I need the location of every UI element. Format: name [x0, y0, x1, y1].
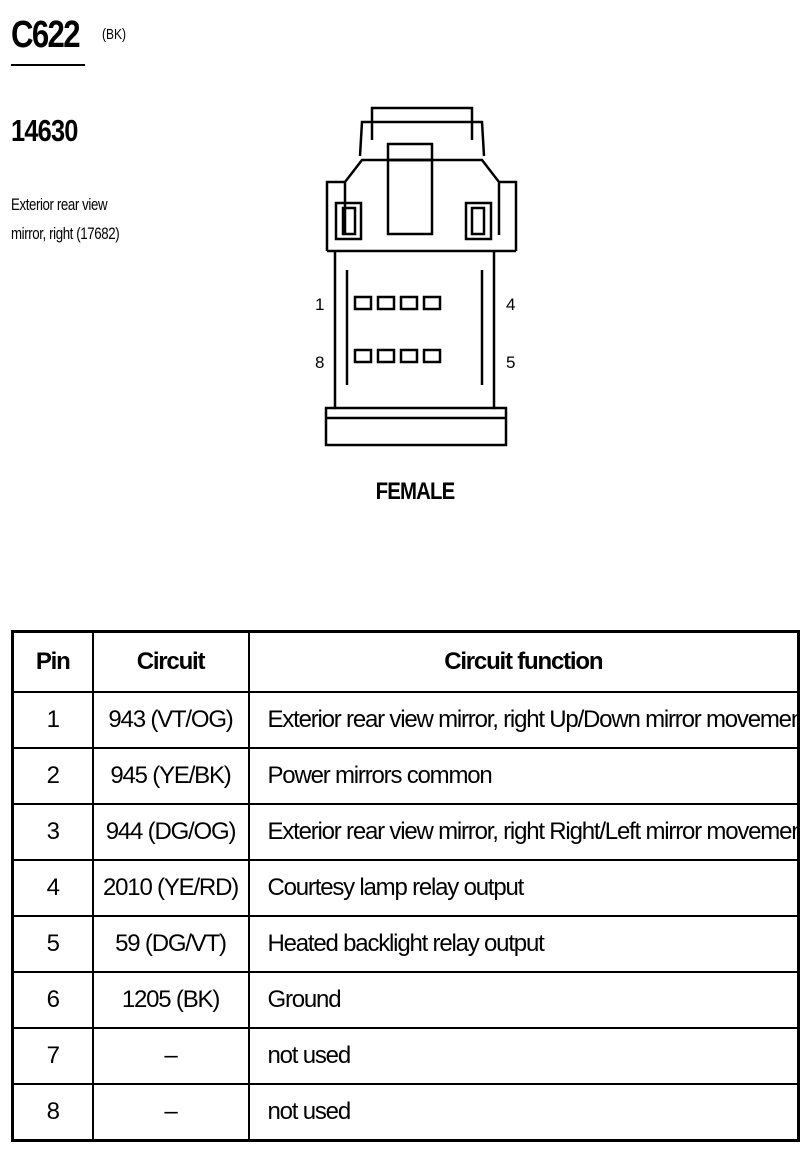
pin-cell: 1: [11, 691, 94, 749]
title-underline: [11, 64, 85, 66]
description-line-2: mirror, right (17682): [11, 224, 120, 243]
pin-cell: 7: [11, 1027, 94, 1085]
connector-face-diagram: 1 4 8 5: [315, 106, 518, 447]
table-row: 1 943 (VT/OG) Exterior rear view mirror,…: [11, 691, 800, 749]
header-pin: Pin: [11, 630, 94, 693]
table-row: 2 945 (YE/BK) Power mirrors common: [11, 747, 800, 805]
connector-color-code: (BK): [102, 26, 126, 43]
connector-gender-label: FEMALE: [375, 478, 456, 505]
table-row: 5 59 (DG/VT) Heated backlight relay outp…: [11, 915, 800, 973]
circuit-cell: 2010 (YE/RD): [91, 859, 250, 917]
connector-id: C622: [11, 14, 81, 56]
function-cell: Ground: [247, 971, 800, 1029]
pin-label-5: 5: [506, 353, 515, 372]
pin-cell: 3: [11, 803, 94, 861]
pin-label-1: 1: [315, 295, 324, 314]
pin-cell: 6: [11, 971, 94, 1029]
header-circuit-function: Circuit function: [247, 630, 800, 693]
circuit-cell: –: [91, 1083, 250, 1142]
pin-cell: 2: [11, 747, 94, 805]
table-row: 8 – not used: [11, 1083, 800, 1142]
pinout-table: Pin Circuit Circuit function 1 943 (VT/O…: [11, 630, 800, 1142]
description-line-1: Exterior rear view: [11, 195, 108, 214]
table-row: 4 2010 (YE/RD) Courtesy lamp relay outpu…: [11, 859, 800, 917]
table-header-row: Pin Circuit Circuit function: [11, 630, 800, 693]
function-cell: not used: [247, 1083, 800, 1142]
function-cell: Courtesy lamp relay output: [247, 859, 800, 917]
pin-cell: 5: [11, 915, 94, 973]
connector-description: Exterior rear view mirror, right (17682): [11, 190, 120, 248]
function-cell: Exterior rear view mirror, right Right/L…: [247, 803, 800, 861]
circuit-cell: 944 (DG/OG): [91, 803, 250, 861]
circuit-cell: 943 (VT/OG): [91, 691, 250, 749]
pin-cell: 8: [11, 1083, 94, 1142]
header-circuit: Circuit: [91, 630, 250, 693]
circuit-cell: 59 (DG/VT): [91, 915, 250, 973]
table-row: 3 944 (DG/OG) Exterior rear view mirror,…: [11, 803, 800, 861]
part-number: 14630: [11, 113, 78, 148]
function-cell: Exterior rear view mirror, right Up/Down…: [247, 691, 800, 749]
circuit-cell: 1205 (BK): [91, 971, 250, 1029]
function-cell: Heated backlight relay output: [247, 915, 800, 973]
table-row: 7 – not used: [11, 1027, 800, 1085]
function-cell: Power mirrors common: [247, 747, 800, 805]
function-cell: not used: [247, 1027, 800, 1085]
table-row: 6 1205 (BK) Ground: [11, 971, 800, 1029]
pin-label-4: 4: [506, 295, 515, 314]
pin-label-8: 8: [315, 353, 324, 372]
circuit-cell: 945 (YE/BK): [91, 747, 250, 805]
pin-cell: 4: [11, 859, 94, 917]
circuit-cell: –: [91, 1027, 250, 1085]
